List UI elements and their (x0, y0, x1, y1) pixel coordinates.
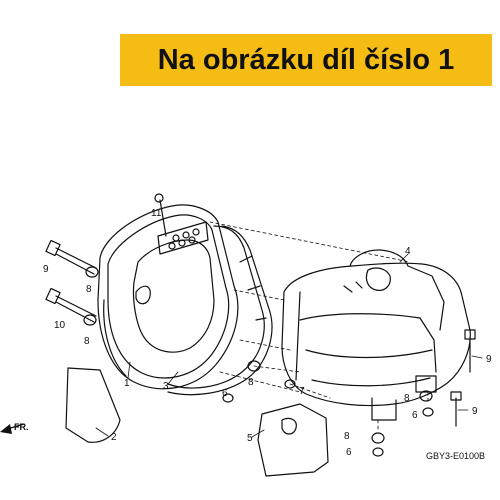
part-11-screw (159, 199, 167, 237)
part-9-bolt-right-head (464, 329, 476, 340)
part-10-bolt (55, 295, 97, 323)
part-6-collar-c (372, 447, 384, 457)
part-3-seal-strip (167, 225, 273, 396)
direction-label: FR. (14, 422, 29, 432)
part-2-guide (65, 367, 121, 443)
label-part-6c: 6 (346, 447, 352, 458)
diagram-code: GBY3-E0100B (426, 451, 485, 461)
part-1-fan-shroud (97, 204, 239, 390)
part-8-grommet-a (85, 266, 99, 278)
part-8-grommet-c (247, 360, 261, 372)
label-part-8e: 8 (344, 431, 350, 442)
label-part-9a: 9 (43, 264, 49, 275)
label-part-5: 5 (247, 433, 253, 444)
label-part-8a: 8 (86, 284, 92, 295)
part-7-washer (284, 379, 296, 389)
label-part-8c: 8 (248, 377, 254, 388)
label-part-9b: 9 (486, 354, 492, 365)
label-part-10: 10 (54, 320, 66, 331)
assembly-guide-lines (209, 221, 429, 433)
part-6-collar-b (422, 407, 434, 417)
label-part-6b: 6 (412, 410, 418, 421)
part-9-bolt-lower-head (450, 391, 462, 401)
front-arrow-icon (0, 424, 12, 434)
label-part-1: 1 (124, 378, 130, 389)
label-part-9c: 9 (472, 406, 478, 417)
part-4-fan-housing (281, 249, 471, 421)
label-part-6a: 6 (222, 388, 228, 399)
label-leader-lines (95, 253, 483, 438)
label-part-8b: 8 (84, 336, 90, 347)
label-part-4: 4 (405, 246, 411, 257)
part-9-bolt-left (55, 247, 97, 275)
part-9-bolt-head (45, 239, 61, 257)
label-part-8d: 8 (404, 393, 410, 404)
label-part-2: 2 (111, 432, 117, 443)
banner-text: Na obrázku díl číslo 1 (157, 43, 455, 76)
part-6-collar-a (222, 393, 234, 403)
part-5-hole (281, 417, 297, 435)
part-8-grommet-b (83, 314, 97, 326)
part-11-screw-head (154, 193, 164, 203)
part-5-gasket-plate (257, 403, 329, 477)
label-part-7: 7 (299, 386, 305, 397)
part-8-grommet-e (371, 432, 385, 444)
part-8-grommet-d (419, 390, 433, 402)
label-part-11: 11 (151, 208, 162, 219)
part-10-bolt-head (45, 287, 61, 305)
part-number-banner: Na obrázku díl číslo 1 (120, 34, 492, 86)
label-part-3: 3 (163, 381, 169, 392)
